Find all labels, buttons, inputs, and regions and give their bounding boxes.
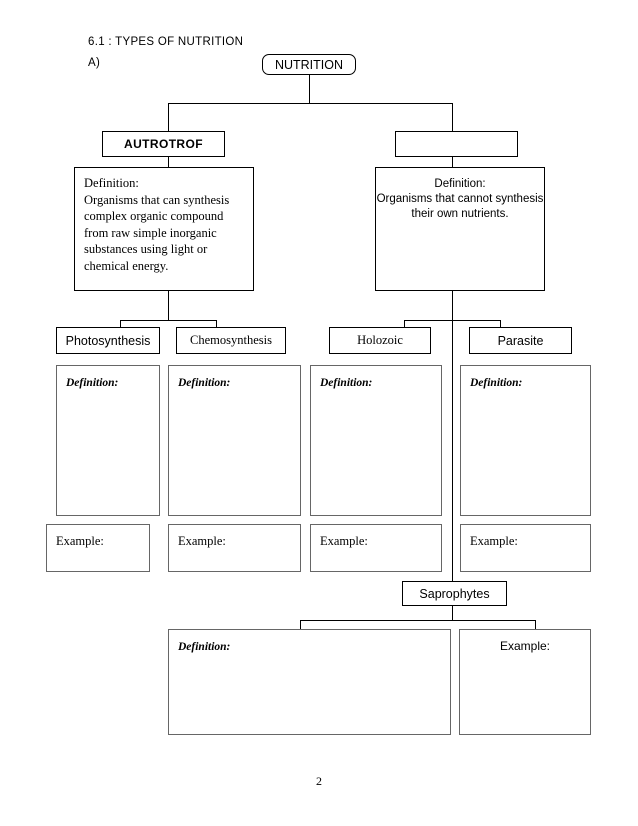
connector-heterotroph-to-def	[452, 157, 453, 167]
node-autotroph-title[interactable]: AUTROTROF	[102, 131, 225, 157]
connector-autotroph-to-def	[168, 157, 169, 167]
connector-autotroph-stem	[168, 291, 169, 320]
example-label: Example:	[178, 534, 226, 548]
node-holozoic[interactable]: Holozoic	[329, 327, 431, 354]
connector-right-bus	[404, 320, 500, 321]
connector-to-parasite	[500, 320, 501, 330]
connector-left-bus	[120, 320, 216, 321]
node-heterotroph-title[interactable]	[395, 131, 518, 157]
chemosynthesis-definition-box[interactable]: Definition:	[168, 365, 301, 516]
autotroph-definition-box[interactable]: Definition: Organisms that can synthesis…	[74, 167, 254, 291]
node-parasite[interactable]: Parasite	[469, 327, 572, 354]
connector-to-holozoic	[404, 320, 405, 330]
chemosynthesis-example-box[interactable]: Example:	[168, 524, 301, 572]
definition-label: Definition:	[178, 377, 231, 389]
connector-to-heterotroph	[452, 103, 453, 131]
parasite-definition-box[interactable]: Definition:	[460, 365, 591, 516]
example-label: Example:	[470, 534, 518, 548]
connector-to-saprophytes-definition	[300, 620, 301, 629]
definition-label: Definition:	[470, 377, 523, 389]
photosynthesis-example-box[interactable]: Example:	[46, 524, 150, 572]
connector-root-stem	[309, 75, 310, 103]
connector-to-photosynthesis	[120, 320, 121, 330]
photosynthesis-definition-box[interactable]: Definition:	[56, 365, 160, 516]
node-chemosynthesis[interactable]: Chemosynthesis	[176, 327, 286, 354]
heterotroph-definition-box[interactable]: Definition: Organisms that cannot synthe…	[375, 167, 545, 291]
connector-heterotroph-trunk	[452, 291, 453, 586]
node-photosynthesis[interactable]: Photosynthesis	[56, 327, 160, 354]
saprophytes-example-box[interactable]: Example:	[459, 629, 591, 735]
definition-label: Definition:	[320, 377, 373, 389]
connector-saprophytes-stem	[452, 606, 453, 620]
holozoic-example-box[interactable]: Example:	[310, 524, 442, 572]
connector-level1-bus	[168, 103, 453, 104]
connector-saprophytes-bus	[300, 620, 535, 621]
connector-to-saprophytes-example	[535, 620, 536, 629]
example-label: Example:	[56, 534, 104, 548]
node-saprophytes[interactable]: Saprophytes	[402, 581, 507, 606]
parasite-example-box[interactable]: Example:	[460, 524, 591, 572]
definition-label: Definition:	[66, 377, 119, 389]
saprophytes-definition-box[interactable]: Definition:	[168, 629, 451, 735]
part-label: A)	[88, 57, 101, 69]
page-number: 2	[316, 774, 322, 788]
holozoic-definition-box[interactable]: Definition:	[310, 365, 442, 516]
example-label: Example:	[499, 639, 551, 653]
section-heading: 6.1 : TYPES OF NUTRITION	[88, 36, 244, 48]
definition-label: Definition:	[178, 641, 231, 653]
connector-to-chemosynthesis	[216, 320, 217, 330]
node-nutrition[interactable]: NUTRITION	[262, 54, 356, 75]
example-label: Example:	[320, 534, 368, 548]
connector-to-autotroph	[168, 103, 169, 131]
